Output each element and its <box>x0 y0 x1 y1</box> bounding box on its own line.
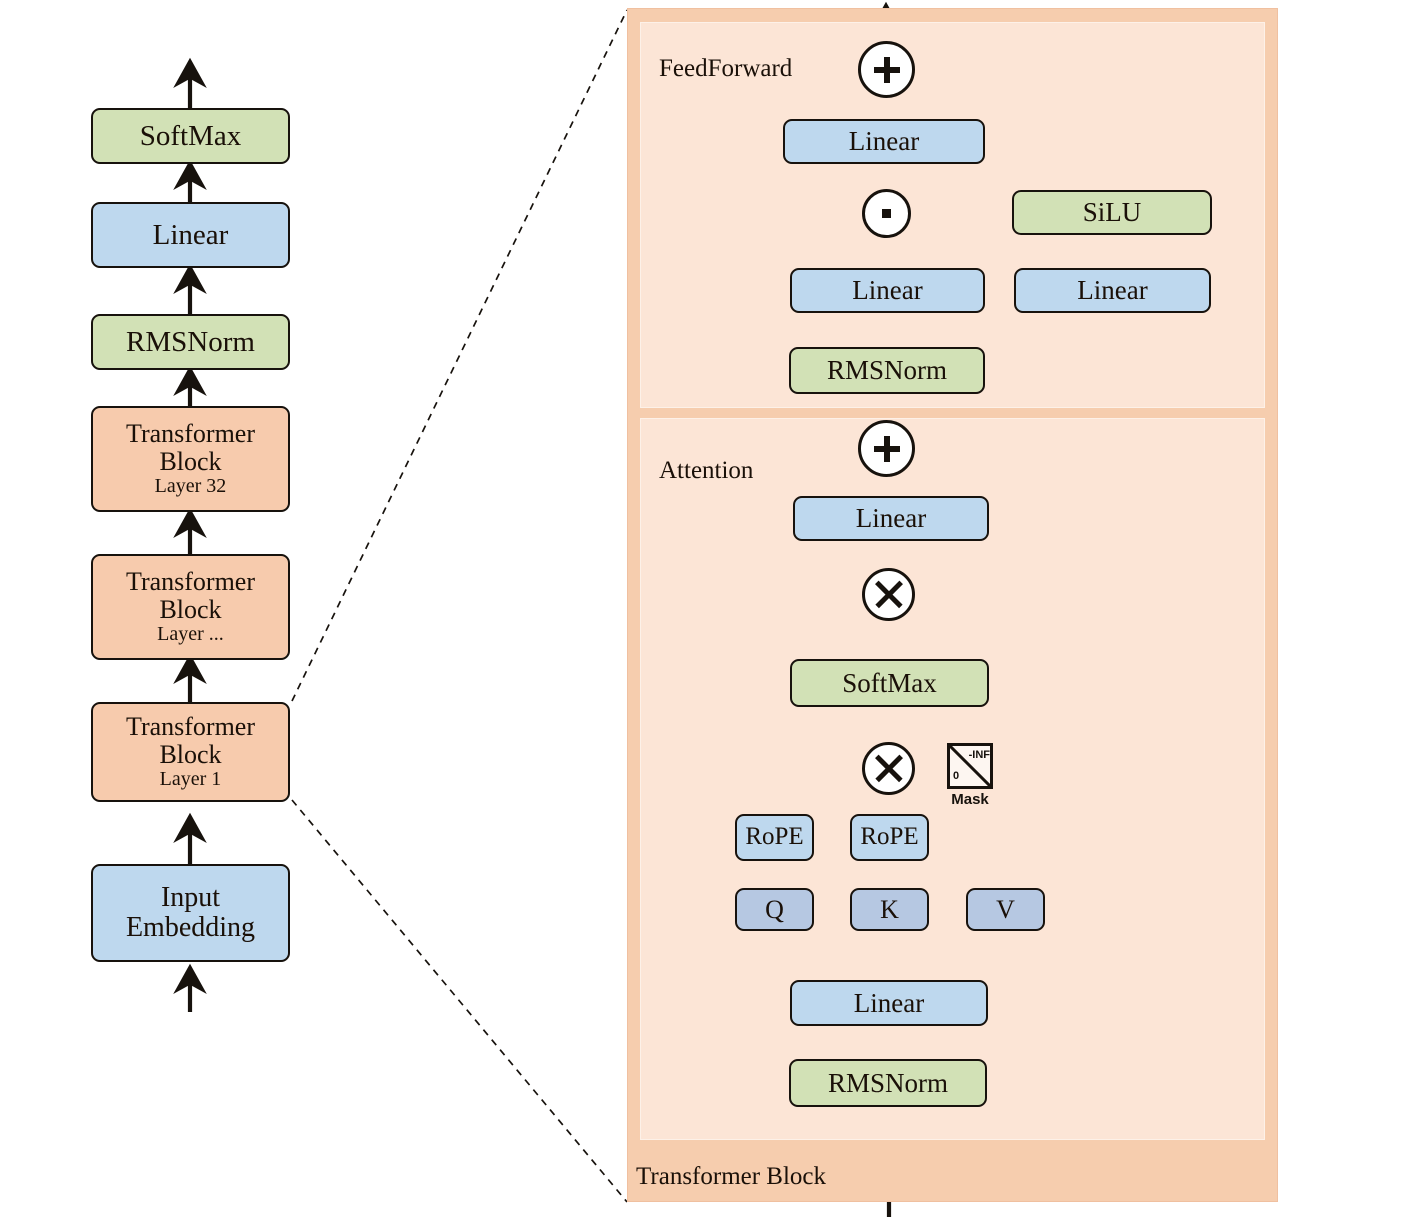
stack-node-linear[interactable]: Linear <box>91 202 290 268</box>
attention-panel-label: Attention <box>659 457 754 484</box>
attention-query[interactable]: Q <box>735 888 814 931</box>
feedforward-rmsnorm[interactable]: RMSNorm <box>789 347 985 394</box>
input-label: Input <box>160 882 221 914</box>
attention-query-label: Q <box>765 894 784 924</box>
feedforward-output-linear[interactable]: Linear <box>783 119 985 164</box>
attention-mask[interactable]: -INF 0 Mask <box>947 743 993 813</box>
attention-key-label: K <box>880 894 899 924</box>
mask-upper-value: -INF <box>968 749 990 761</box>
transformer-label-32: Transformer <box>125 419 256 449</box>
stack-node-rmsnorm[interactable]: RMSNorm <box>91 314 290 370</box>
feedforward-up-linear-label: Linear <box>1077 275 1148 306</box>
attention-value-label: V <box>996 894 1015 924</box>
stack-node-linear-label: Linear <box>152 218 229 251</box>
embedding-label: Embedding <box>125 912 256 943</box>
feedforward-rmsnorm-label: RMSNorm <box>826 355 948 386</box>
attention-value[interactable]: V <box>966 888 1045 931</box>
feedforward-up-linear[interactable]: Linear <box>1014 268 1211 313</box>
attention-qkv-linear-label: Linear <box>853 987 925 1018</box>
layer-label-1: Layer 1 <box>159 768 222 791</box>
attention-softmax[interactable]: SoftMax <box>790 659 989 707</box>
mask-label: Mask <box>951 791 989 808</box>
mask-diagonal-icon <box>950 746 990 786</box>
stack-node-softmax[interactable]: SoftMax <box>91 108 290 164</box>
feedforward-silu[interactable]: SiLU <box>1012 190 1212 235</box>
attention-rope-k-label: RoPE <box>860 823 919 851</box>
layer-label-32: Layer 32 <box>154 475 227 498</box>
feedforward-elementwise-multiply[interactable] <box>862 189 911 238</box>
attention-qkv-linear[interactable]: Linear <box>790 980 988 1026</box>
feedforward-gate-linear[interactable]: Linear <box>790 268 985 313</box>
attention-value-matmul[interactable] <box>862 568 915 621</box>
stack-node-transformer-block-1[interactable]: Transformer Block Layer 1 <box>91 702 290 802</box>
block-label-1: Block <box>159 739 222 769</box>
feedforward-panel-label: FeedForward <box>659 55 793 82</box>
feedforward-gate-linear-label: Linear <box>852 275 923 306</box>
block-label-mid: Block <box>159 594 222 624</box>
stack-node-input-embedding[interactable]: Input Embedding <box>91 864 290 962</box>
stack-node-transformer-block-mid[interactable]: Transformer Block Layer ... <box>91 554 290 660</box>
attention-rmsnorm-label: RMSNorm <box>827 1067 949 1098</box>
transformer-label-1: Transformer <box>125 712 256 742</box>
mask-lower-value: 0 <box>953 770 960 782</box>
attention-output-linear[interactable]: Linear <box>793 496 989 541</box>
transformer-label-mid: Transformer <box>125 567 256 597</box>
attention-rope-q[interactable]: RoPE <box>735 814 814 861</box>
feedforward-silu-label: SiLU <box>1082 197 1142 228</box>
attention-rope-q-label: RoPE <box>745 823 804 851</box>
stack-node-transformer-block-32[interactable]: Transformer Block Layer 32 <box>91 406 290 512</box>
attention-softmax-label: SoftMax <box>842 667 937 698</box>
attention-qk-matmul[interactable] <box>862 742 915 795</box>
feedforward-residual-add[interactable] <box>858 41 915 98</box>
attention-output-linear-label: Linear <box>855 503 927 534</box>
feedforward-output-linear-label: Linear <box>848 126 920 157</box>
stack-node-softmax-label: SoftMax <box>139 119 242 152</box>
attention-rmsnorm[interactable]: RMSNorm <box>789 1059 987 1107</box>
attention-rope-k[interactable]: RoPE <box>850 814 929 861</box>
layer-label-mid: Layer ... <box>157 623 224 646</box>
stack-node-rmsnorm-label: RMSNorm <box>126 325 255 358</box>
mask-icon: -INF 0 <box>947 743 993 789</box>
transformer-block-panel-label: Transformer Block <box>636 1163 827 1190</box>
attention-key[interactable]: K <box>850 888 929 931</box>
attention-residual-add[interactable] <box>858 420 915 477</box>
block-label-32: Block <box>159 446 222 476</box>
